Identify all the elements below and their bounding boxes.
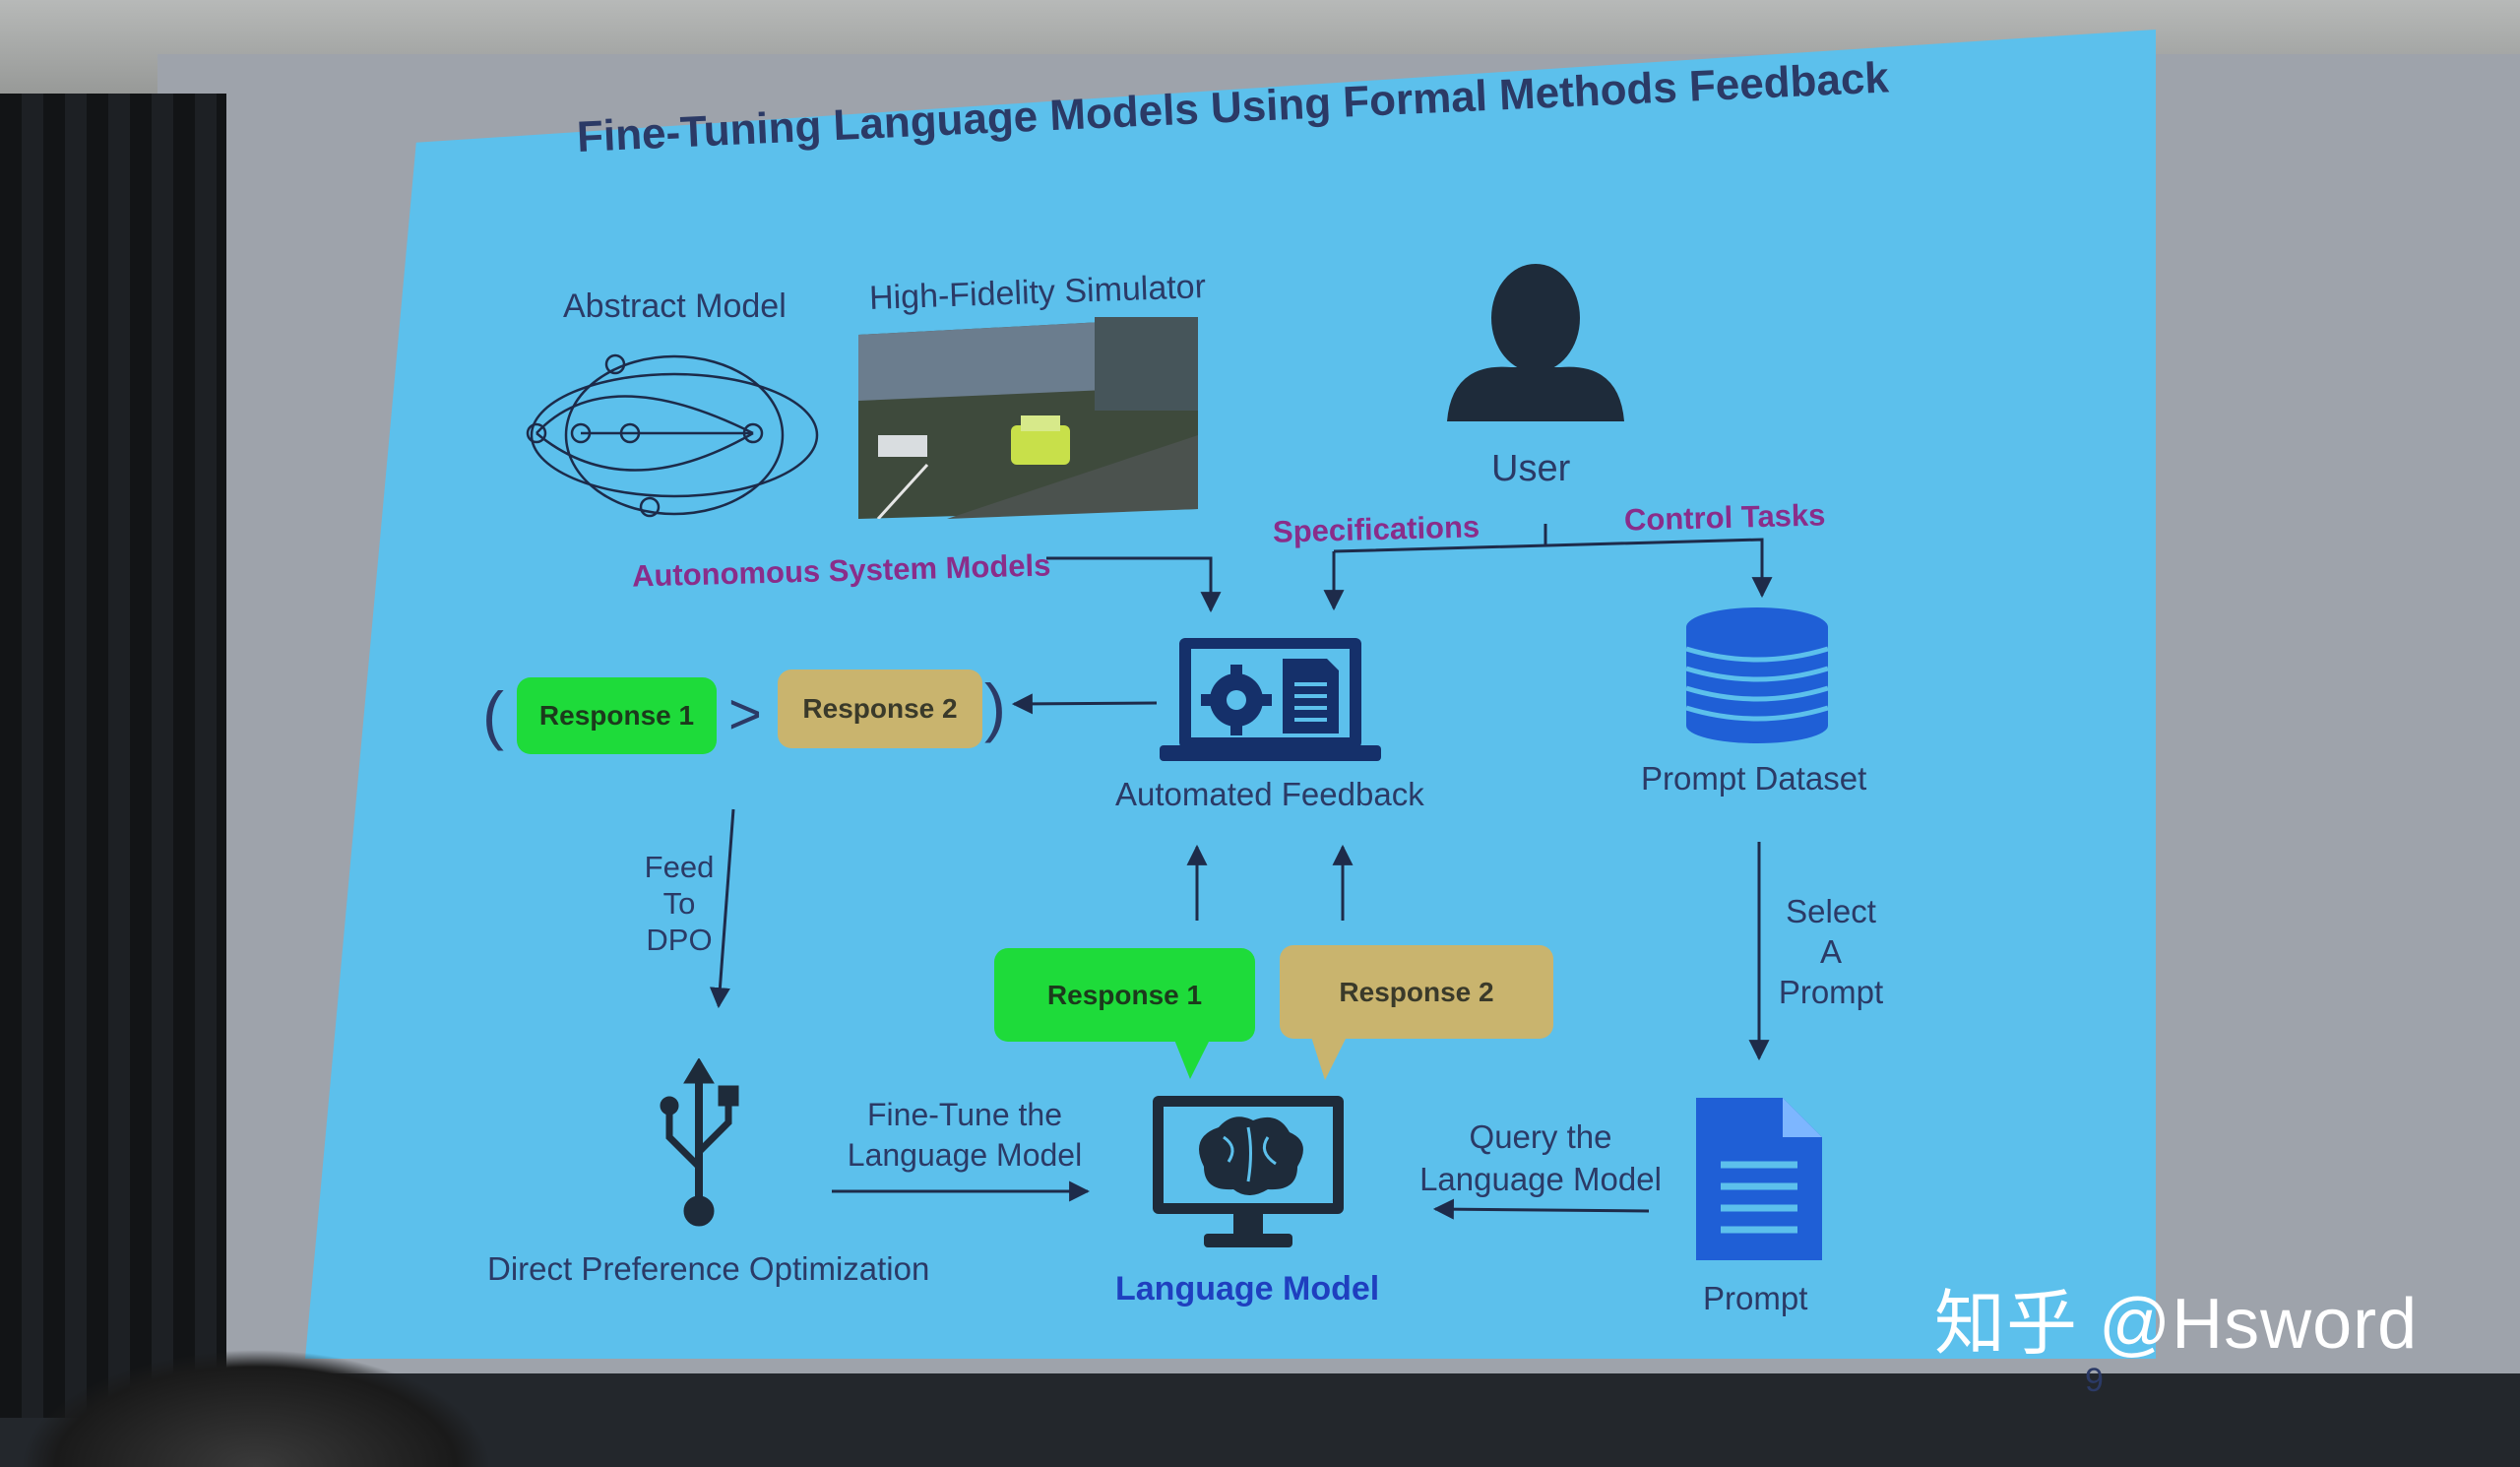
lm-response-2: Response 2 [1280,945,1553,1039]
dpo-label: Direct Preference Optimization [487,1250,930,1287]
user-label: User [1491,448,1571,489]
paren-close: ) [984,670,1006,743]
state-machine-diagram [526,353,819,518]
finetune-line-1: Fine-Tune the [866,1097,1063,1132]
prompt-document-icon [1696,1098,1822,1260]
automated-feedback-icon [1160,638,1381,761]
paren-open: ( [482,678,504,751]
query-line-2: Language Model [1419,1161,1662,1197]
finetune-label: Fine-Tune the Language Model [822,1095,1107,1176]
simulator-image [858,317,1198,519]
speech-tail-tan [1311,1037,1347,1080]
automated-feedback-label: Automated Feedback [1115,776,1424,812]
a-word: A [1819,933,1842,970]
prompt-label: Prompt [1703,1280,1808,1316]
prompt-word: Prompt [1778,974,1884,1010]
database-icon [1685,607,1829,743]
finetune-line-2: Language Model [847,1137,1083,1173]
language-model-label: Language Model [1115,1270,1380,1308]
select-a-prompt-label: Select A Prompt [1767,891,1895,1012]
greater-than-symbol: > [728,682,762,746]
stage-curtain [0,94,226,1418]
abstract-model-label: Abstract Model [563,287,787,325]
flow-arrows [709,524,1773,1220]
dpo-word: DPO [646,923,713,957]
feed-to-dpo-label: Feed To DPO [630,849,728,958]
language-model-icon [1153,1096,1344,1247]
lm-response-1: Response 1 [994,948,1255,1042]
audience-head [20,1349,492,1467]
ranked-response-2: Response 2 [778,670,982,748]
select-word: Select [1786,893,1876,929]
feed-word: Feed [644,850,715,884]
watermark: 知乎 @Hsword [1934,1285,2419,1364]
user-icon [1447,264,1624,421]
ranked-response-1: Response 1 [517,677,717,754]
query-line-1: Query the [1469,1118,1612,1155]
query-label: Query the Language Model [1403,1116,1678,1200]
to-word: To [662,886,696,921]
prompt-dataset-label: Prompt Dataset [1641,760,1867,797]
speech-tail-green [1174,1040,1210,1079]
usb-icon [660,1058,739,1227]
page-number: 9 [2085,1362,2104,1399]
